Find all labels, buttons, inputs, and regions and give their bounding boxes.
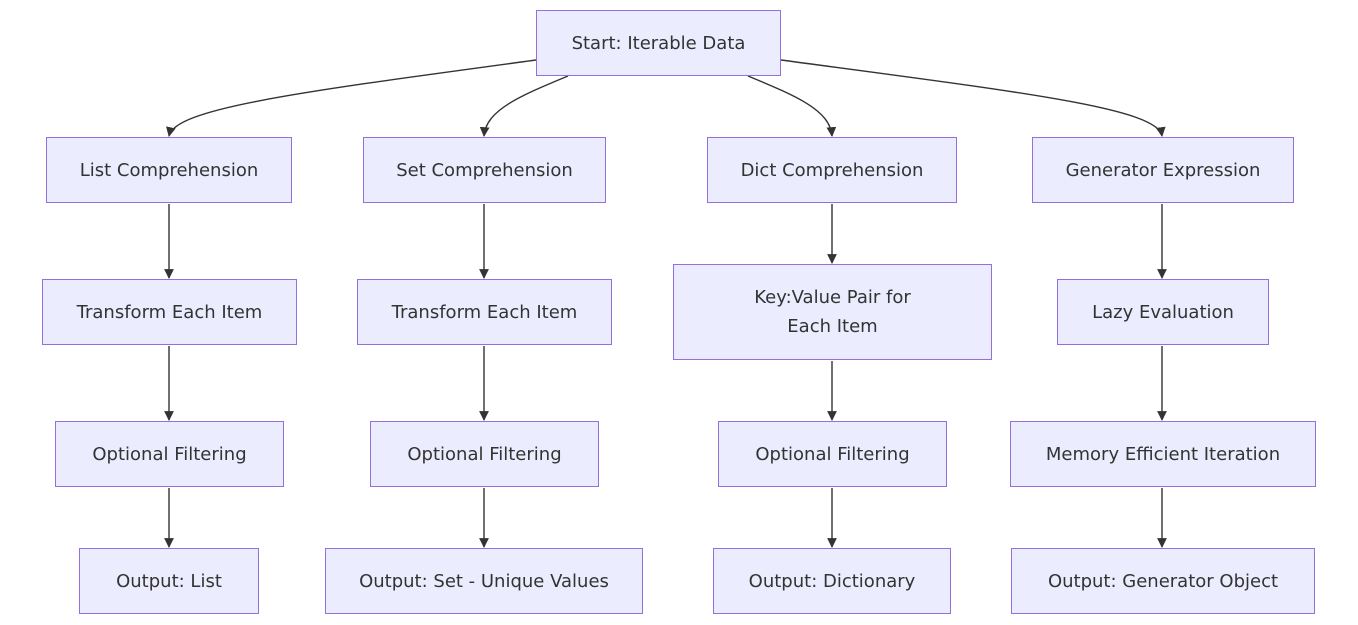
generator-output-node: Output: Generator Object [1011, 548, 1315, 614]
set-transform-label: Transform Each Item [391, 301, 578, 323]
set-transform-node: Transform Each Item [357, 279, 612, 345]
generator-lazy-node: Lazy Evaluation [1057, 279, 1269, 345]
generator-expression-label: Generator Expression [1065, 159, 1261, 181]
list-comprehension-node: List Comprehension [46, 137, 292, 203]
edge-start-to-set [479, 75, 569, 137]
list-output-label: Output: List [116, 570, 222, 592]
generator-lazy-label: Lazy Evaluation [1092, 301, 1234, 323]
edge-start-to-generator [780, 59, 1166, 137]
dict-keyvalue-node: Key:Value Pair for Each Item [673, 264, 992, 360]
dict-output-node: Output: Dictionary [713, 548, 951, 614]
dict-comprehension-label: Dict Comprehension [740, 159, 924, 181]
list-comprehension-label: List Comprehension [79, 159, 259, 181]
dict-keyvalue-label: Key:Value Pair for Each Item [754, 287, 911, 337]
list-output-node: Output: List [79, 548, 259, 614]
set-output-node: Output: Set - Unique Values [325, 548, 643, 614]
set-comprehension-node: Set Comprehension [363, 137, 606, 203]
set-comprehension-label: Set Comprehension [396, 159, 573, 181]
list-filter-node: Optional Filtering [55, 421, 284, 487]
edge-start-to-dict [747, 75, 837, 137]
generator-expression-node: Generator Expression [1032, 137, 1294, 203]
generator-memory-label: Memory Efficient Iteration [1045, 443, 1281, 465]
list-transform-label: Transform Each Item [76, 301, 263, 323]
generator-output-label: Output: Generator Object [1047, 570, 1279, 592]
set-filter-label: Optional Filtering [407, 443, 562, 465]
generator-memory-node: Memory Efficient Iteration [1010, 421, 1316, 487]
set-filter-node: Optional Filtering [370, 421, 599, 487]
list-transform-node: Transform Each Item [42, 279, 297, 345]
dict-filter-label: Optional Filtering [755, 443, 910, 465]
list-filter-label: Optional Filtering [92, 443, 247, 465]
dict-comprehension-node: Dict Comprehension [707, 137, 957, 203]
dict-output-label: Output: Dictionary [748, 570, 916, 592]
set-output-label: Output: Set - Unique Values [359, 570, 609, 592]
dict-filter-node: Optional Filtering [718, 421, 947, 487]
edge-start-to-list [166, 59, 537, 137]
start-node: Start: Iterable Data [536, 10, 781, 76]
start-node-label: Start: Iterable Data [571, 32, 746, 54]
